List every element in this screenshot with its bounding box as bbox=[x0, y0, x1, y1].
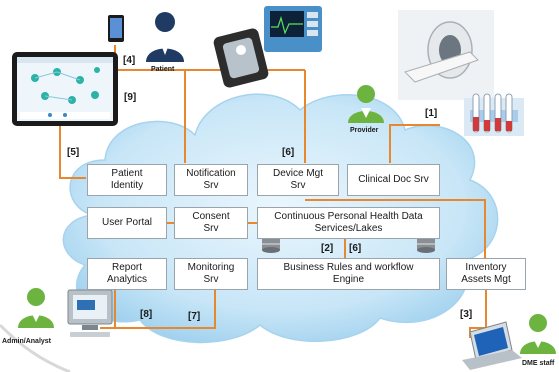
dme-staff-label: DME staff bbox=[522, 360, 555, 367]
report-analytics-box[interactable]: Report Analytics bbox=[87, 258, 167, 290]
user-portal-box[interactable]: User Portal bbox=[87, 207, 167, 239]
admin-analyst-label: Admin/Analyst bbox=[2, 338, 52, 345]
link-label-6-bottom: [6] bbox=[349, 243, 362, 254]
inventory-assets-box[interactable]: Inventory Assets Mgt bbox=[446, 258, 526, 290]
monitoring-srv-box[interactable]: Monitoring Srv bbox=[174, 258, 248, 290]
link-label-5: [5] bbox=[67, 147, 80, 158]
personal-health-data-box[interactable]: Continuous Personal Health Data Services… bbox=[257, 207, 440, 239]
clinical-doc-srv-box[interactable]: Clinical Doc Srv bbox=[347, 164, 440, 196]
provider-actor-icon bbox=[348, 85, 384, 123]
consent-srv-box[interactable]: Consent Srv bbox=[174, 207, 248, 239]
link-label-7: [7] bbox=[188, 311, 201, 322]
connector-1 bbox=[389, 124, 440, 163]
corner-ribbon-decoration bbox=[0, 323, 71, 372]
scale-device bbox=[213, 28, 269, 88]
patient-actor-icon bbox=[146, 12, 184, 62]
laptop-icon bbox=[462, 321, 522, 370]
ct-scanner-device bbox=[398, 10, 494, 100]
device-mgt-srv-box[interactable]: Device Mgt Srv bbox=[257, 164, 339, 196]
phone-device bbox=[108, 15, 124, 42]
tablet-device bbox=[12, 52, 118, 126]
link-label-2: [2] bbox=[321, 243, 334, 254]
monitor-device bbox=[264, 6, 322, 52]
business-rules-box[interactable]: Business Rules and workflow Engine bbox=[257, 258, 440, 290]
notification-srv-box[interactable]: Notification Srv bbox=[174, 164, 248, 196]
connector-5 bbox=[59, 125, 86, 179]
desktop-computer-icon bbox=[67, 289, 113, 337]
link-label-3: [3] bbox=[460, 309, 473, 320]
patient-identity-box[interactable]: Patient Identity bbox=[87, 164, 167, 196]
link-label-8: [8] bbox=[140, 309, 153, 320]
link-label-6-top: [6] bbox=[282, 147, 295, 158]
link-label-4: [4] bbox=[123, 55, 136, 66]
provider-label: Provider bbox=[350, 127, 379, 134]
test-tubes-device bbox=[464, 93, 524, 136]
connector-2-6 bbox=[305, 199, 486, 258]
link-label-1: [1] bbox=[425, 108, 438, 119]
dme-staff-actor-icon bbox=[520, 314, 556, 354]
connector-7 bbox=[115, 290, 216, 329]
link-label-9: [9] bbox=[124, 92, 137, 103]
admin-actor-icon bbox=[18, 288, 54, 328]
patient-label: Patient bbox=[151, 66, 175, 73]
